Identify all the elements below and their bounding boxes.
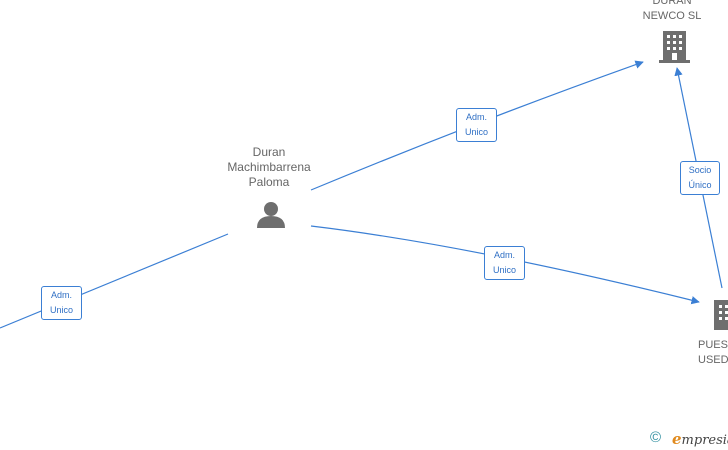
node-label-newco[interactable]: DURAN NEWCO SL: [642, 0, 702, 22]
brand-name: empresia: [672, 430, 728, 448]
copyright-icon: ©: [650, 429, 662, 446]
node-label-person[interactable]: Duran Machimbarrena Paloma: [227, 145, 311, 189]
edge-left-to-person: [0, 233, 229, 329]
person-icon[interactable]: [257, 202, 285, 228]
edge-label-left-to-person: Adm. Unico: [41, 286, 82, 320]
node-label-pues[interactable]: PUES USED: [698, 339, 728, 366]
edge-label-person-to-newco: Adm. Unico: [456, 108, 497, 142]
building-icon[interactable]: [659, 31, 690, 63]
edge-label-pues-to-newco: Socio Único: [680, 161, 720, 195]
building-icon[interactable]: [714, 300, 728, 330]
edge-label-person-to-pues: Adm. Unico: [484, 246, 525, 280]
